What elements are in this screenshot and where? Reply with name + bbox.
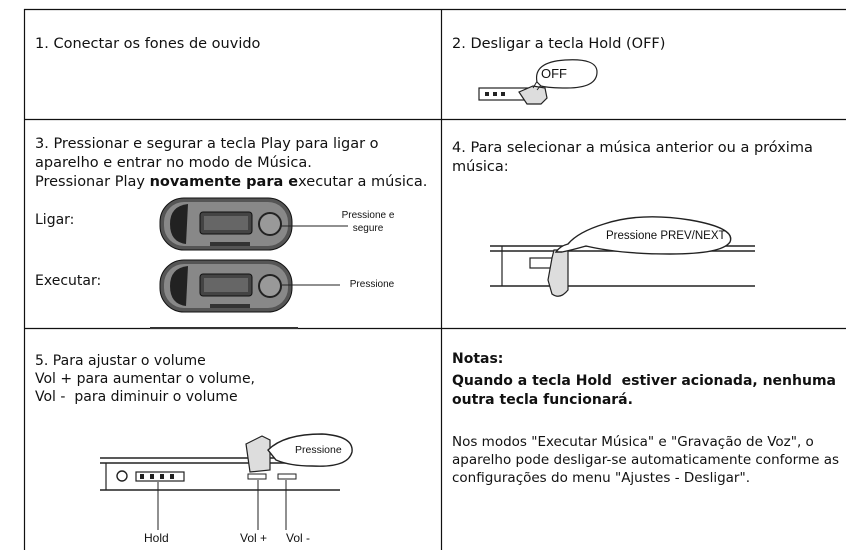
notes-bold-line-1: Quando a tecla Hold estiver acionada, ne… [452,373,836,389]
step-5-line-2: Vol + para aumentar o volume, [35,371,256,387]
step-5-line-3: Vol - para diminuir o volume [35,389,238,405]
step-4-line-1: 4. Para selecionar a música anterior ou … [452,140,813,156]
notes-paragraph-line-3: configurações do menu "Ajustes - Desliga… [452,470,750,486]
hold-switch-illustration [478,59,598,105]
callout-line-hold [280,225,348,227]
callout-line-press [282,284,340,286]
prev-next-bubble-label: Pressione PREV/NEXT [606,230,726,242]
step-1-text: 1. Conectar os fones de ouvido [35,36,261,52]
step-3-line-3: Pressionar Play novamente para executar … [35,173,427,192]
step-4-line-2: música: [452,159,509,175]
hold-label: Hold [144,531,169,545]
step-3-line-3a: Pressionar Play [35,174,150,190]
notes-paragraph-line-2: aparelho pode desligar-se automaticament… [452,452,840,468]
step-3-line-1: 3. Pressionar e segurar a tecla Play par… [35,136,379,152]
vol-minus-label: Vol - [286,531,311,545]
volume-bubble-label: Pressione [295,444,342,456]
notes-title: Notas: [452,351,504,367]
mp3-player-power-on [159,197,293,251]
executar-label: Executar: [35,273,102,289]
vol-plus-label: Vol + [240,531,268,545]
press-and-hold-callout: Pressione e segure [341,210,395,234]
volume-illustration [100,433,353,530]
off-bubble-label: OFF [541,66,567,81]
prev-next-illustration [490,216,755,297]
ligar-label: Ligar: [35,212,75,228]
step-2-text: 2. Desligar a tecla Hold (OFF) [452,36,666,52]
notes-paragraph-line-1: Nos modos "Executar Música" e "Gravação … [452,434,814,450]
notes-bold-line-2: outra tecla funcionará. [452,392,633,408]
mp3-player-play [150,259,298,329]
press-callout: Pressione [349,279,395,290]
step-3-line-3c: xecutar a música. [298,174,428,190]
step-3-line-2: aparelho e entrar no modo de Música. [35,155,312,171]
step-5-line-1: 5. Para ajustar o volume [35,353,206,369]
step-3-line-3b: novamente para e [149,174,299,190]
